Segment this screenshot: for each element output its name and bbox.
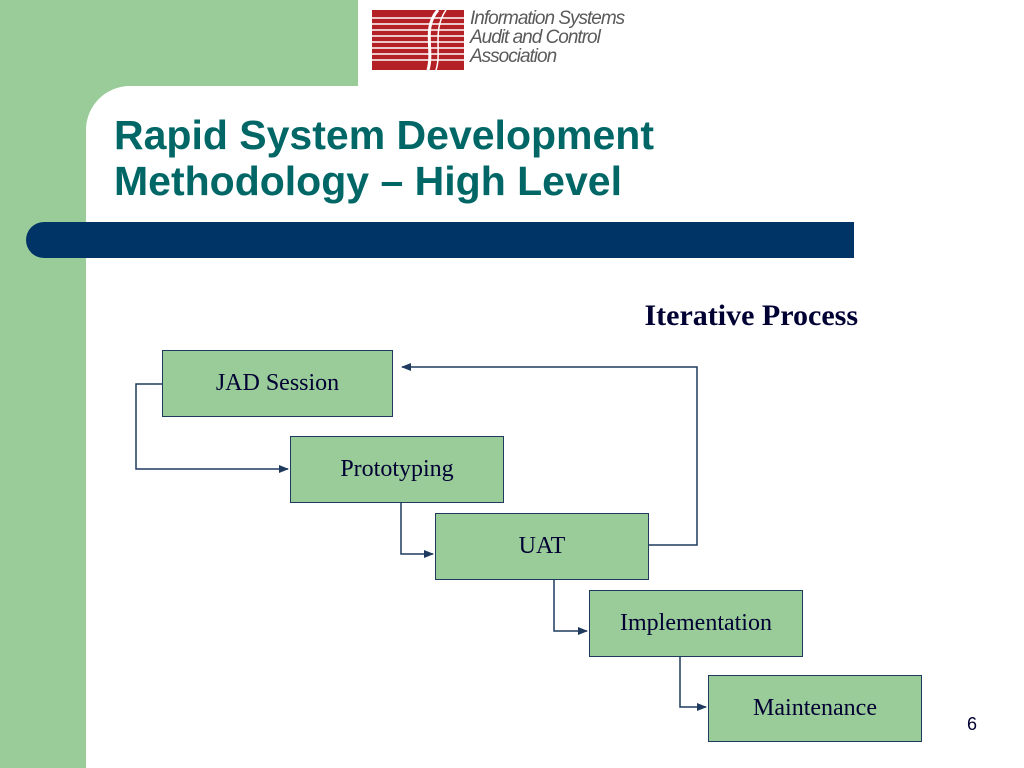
connector-iteration-feedback-loop [401,363,698,546]
logo-line-3: Association [470,46,557,67]
slide-title: Rapid System Development Methodology – H… [114,112,874,204]
slide-title-line-1: Rapid System Development [114,112,654,158]
logo-line-1: Information Systems [470,8,625,29]
slide-title-line-2: Methodology – High Level [114,158,622,204]
step-uat: UAT [435,513,649,580]
connector-prototyping-to-uat [400,503,434,558]
slide-content-area [86,86,1024,768]
page-number: 6 [966,714,977,734]
logo-stripes-icon [372,10,464,70]
connector-implementation-to-maintenance [679,656,707,711]
logo-line-2: Audit and Control [470,27,601,48]
diagram-subtitle: Iterative Process [644,299,858,332]
header-band [358,0,1024,90]
isaca-logo-text: Information Systems Audit and Control As… [470,9,670,66]
isaca-logo-mark [372,10,464,70]
connector-uat-to-implementation [553,580,588,635]
step-maintenance: Maintenance [708,675,922,742]
connector-jad-to-prototyping [135,383,289,473]
step-implementation: Implementation [589,590,803,657]
step-prototyping: Prototyping [290,436,504,503]
title-divider-bar [26,222,854,258]
step-jad-session: JAD Session [162,350,393,417]
